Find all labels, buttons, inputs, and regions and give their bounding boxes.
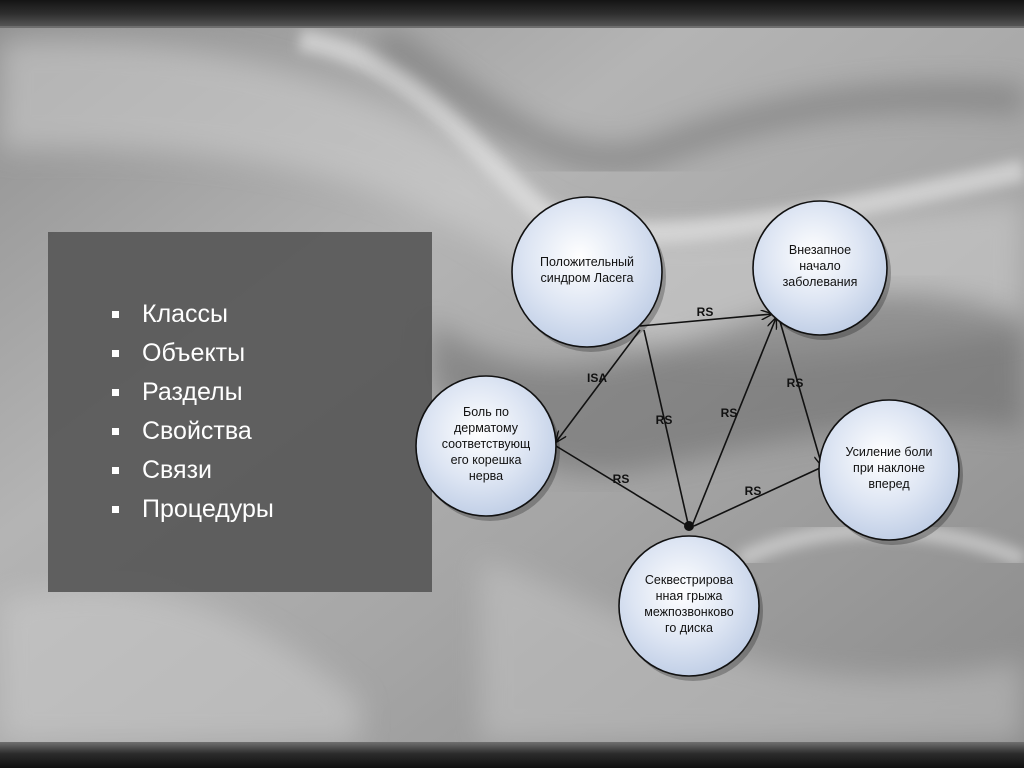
node-sequestered-hernia-label: Секвестрирова нная грыжа межпозвонково го д… bbox=[644, 573, 733, 635]
edge-lasegue-onset bbox=[639, 314, 772, 327]
node-pain-bending-label: Усиление боли при наклоне вперед bbox=[845, 445, 932, 491]
bullet-square-icon bbox=[112, 389, 119, 396]
node-sudden-onset-label-line: Внезапное bbox=[789, 243, 851, 257]
bullet-item: Свойства bbox=[112, 413, 274, 452]
edge-label-lasegue-onset: RS bbox=[697, 305, 714, 319]
junction-dot bbox=[684, 521, 694, 531]
bullet-panel: Классы Объекты Разделы Свойства Связи Пр… bbox=[48, 232, 432, 592]
node-dermatome-pain-label-line: нерва bbox=[469, 469, 503, 483]
bullet-text: Свойства bbox=[142, 417, 252, 445]
node-sequestered-hernia-label-line: нная грыжа bbox=[656, 589, 723, 603]
edge-label-lasegue-hernia: RS bbox=[656, 413, 673, 427]
node-sudden-onset-label-line: заболевания bbox=[783, 275, 858, 289]
edge-pain-hernia bbox=[555, 445, 687, 526]
edge-onset-bend bbox=[778, 317, 822, 466]
bullet-square-icon bbox=[112, 467, 119, 474]
nodes-layer: Положительный синдром Ласега Внезапное нача… bbox=[415, 196, 963, 681]
node-lasegue-label-line: Положительный bbox=[540, 255, 634, 269]
edge-lasegue-pain bbox=[556, 329, 641, 442]
bullet-item: Процедуры bbox=[112, 491, 274, 530]
node-pain-bending-label-line: при наклоне bbox=[853, 461, 925, 475]
edge-hernia-onset bbox=[691, 318, 776, 527]
edge-label-hernia-onset: RS bbox=[721, 406, 738, 420]
node-sudden-onset-label: Внезапное начало заболевания bbox=[783, 243, 858, 289]
node-sequestered-hernia-circle bbox=[618, 535, 760, 677]
bullet-text: Классы bbox=[142, 300, 229, 328]
bullet-square-icon bbox=[112, 428, 119, 435]
bullet-text: Разделы bbox=[142, 378, 243, 406]
bullet-item: Разделы bbox=[112, 374, 274, 413]
node-pain-bending-circle bbox=[818, 399, 960, 541]
top-bar bbox=[0, 0, 1024, 28]
bullet-item: Объекты bbox=[112, 335, 274, 374]
edge-labels-layer: RS ISA RS RS RS RS RS bbox=[587, 305, 803, 498]
bottom-bar bbox=[0, 742, 1024, 768]
node-dermatome-pain-label-line: дерматому bbox=[454, 421, 519, 435]
edge-lasegue-hernia bbox=[643, 329, 690, 529]
node-lasegue: Положительный синдром Ласега bbox=[511, 196, 666, 352]
edge-label-onset-bend: RS bbox=[787, 376, 804, 390]
node-sequestered-hernia: Секвестрирова нная грыжа межпозвонково го д… bbox=[618, 535, 763, 681]
edges-layer bbox=[555, 314, 822, 529]
node-sudden-onset: Внезапное начало заболевания bbox=[752, 200, 891, 340]
node-sequestered-hernia-label-line: Секвестрирова bbox=[645, 573, 733, 587]
node-dermatome-pain: Боль по дерматому соответствующ его корешка… bbox=[415, 375, 560, 521]
bullet-square-icon bbox=[112, 506, 119, 513]
node-dermatome-pain-circle bbox=[415, 375, 557, 517]
bullet-item: Связи bbox=[112, 452, 274, 491]
bullet-square-icon bbox=[112, 311, 119, 318]
node-pain-bending: Усиление боли при наклоне вперед bbox=[818, 399, 963, 545]
bullet-list: Классы Объекты Разделы Свойства Связи Пр… bbox=[112, 296, 274, 530]
bullet-text: Объекты bbox=[142, 339, 246, 367]
edge-label-lasegue-pain: ISA bbox=[587, 371, 607, 385]
node-lasegue-label: Положительный синдром Ласега bbox=[540, 255, 634, 285]
node-dermatome-pain-label-line: его корешка bbox=[451, 453, 522, 467]
edge-label-pain-hernia: RS bbox=[613, 472, 630, 486]
node-sequestered-hernia-label-line: го диска bbox=[665, 621, 713, 635]
edge-hernia-bend bbox=[693, 467, 821, 527]
node-dermatome-pain-label-line: соответствующ bbox=[442, 437, 531, 451]
node-sequestered-hernia-label-line: межпозвонково bbox=[644, 605, 733, 619]
node-sudden-onset-circle bbox=[752, 200, 888, 336]
bullet-text: Процедуры bbox=[142, 495, 274, 523]
bullet-text: Связи bbox=[142, 456, 213, 484]
bullet-item: Классы bbox=[112, 296, 274, 335]
node-lasegue-label-line: синдром Ласега bbox=[541, 271, 634, 285]
node-pain-bending-label-line: Усиление боли bbox=[845, 445, 932, 459]
node-sudden-onset-label-line: начало bbox=[799, 259, 840, 273]
bullet-square-icon bbox=[112, 350, 119, 357]
edge-label-hernia-bend: RS bbox=[745, 484, 762, 498]
node-pain-bending-label-line: вперед bbox=[868, 477, 910, 491]
node-dermatome-pain-label: Боль по дерматому соответствующ его корешка… bbox=[442, 405, 531, 483]
node-dermatome-pain-label-line: Боль по bbox=[463, 405, 509, 419]
node-lasegue-circle bbox=[511, 196, 663, 348]
